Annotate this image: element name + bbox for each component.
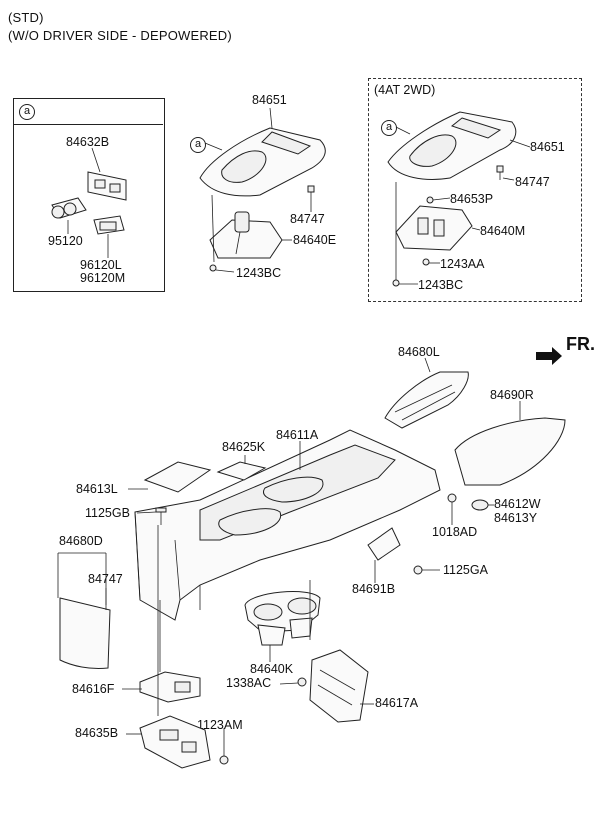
label-84747-std: 84747 [290,212,325,226]
console-bezel-awd-icon [387,111,517,180]
shift-indicator-icon [395,205,473,251]
bolt-1125GB-icon [155,507,167,525]
label-84653P: 84653P [450,192,494,206]
label-1125GB: 1125GB [85,506,130,520]
label-1018AD: 1018AD [432,525,478,539]
callout-a-awd-icon: a [381,120,397,136]
label-84617A: 84617A [375,696,419,710]
label-1243BC-awd: 1243BC [418,278,464,292]
switch-module-icon [93,215,125,235]
label-84747-awd: 84747 [515,175,550,189]
label-84651-std: 84651 [252,93,287,107]
label-84690R: 84690R [490,388,534,402]
label-84651-awd: 84651 [530,140,565,154]
switch-panel-icon [87,171,127,201]
screw-1123AM-icon [219,755,229,765]
label-1125GA: 1125GA [443,563,488,577]
label-84640M: 84640M [480,224,526,238]
console-bezel-std-icon [199,127,326,197]
cup-holder-icon [244,591,321,646]
label-84680D: 84680D [59,534,103,548]
bracket-84635B-icon [139,715,211,769]
label-1243AA: 1243AA [440,257,485,271]
console-mat-icon [143,461,212,493]
label-84611A: 84611A [276,428,319,442]
label-96120L: 96120L [80,258,122,272]
side-panel-left-icon [384,371,469,429]
label-84616F: 84616F [72,682,115,696]
shift-boot-icon [209,211,283,259]
outlet-icon [51,197,87,219]
side-panel-right-icon [454,417,566,486]
label-84640K: 84640K [250,662,294,676]
callout-a-icon: a [19,104,35,120]
label-84612W: 84612W [494,497,541,511]
front-arrow-icon [536,347,562,365]
callout-a-std-icon: a [190,137,206,153]
awd-variant-title: (4AT 2WD) [374,83,436,97]
ring-84612W-icon [471,499,489,511]
nut-1338AC-icon [297,677,307,687]
label-84640E: 84640E [293,233,337,247]
label-84691B: 84691B [352,582,396,596]
label-96120M: 96120M [80,271,126,285]
awd-variant-box [368,78,582,302]
bracket-84617A-icon [309,649,369,723]
clip-1018AD-icon [447,493,457,503]
screw-1125GA-icon [413,565,423,575]
label-1338AC: 1338AC [226,676,272,690]
inset-box-a [13,98,165,292]
floor-console-icon [134,429,441,621]
label-84625K: 84625K [222,440,266,454]
label-84613Y: 84613Y [494,511,538,525]
bracket-84691B-icon [367,527,401,561]
label-84632B: 84632B [66,135,110,149]
tray-insert-icon [216,461,267,481]
header-variant: (W/O DRIVER SIDE - DEPOWERED) [8,28,232,43]
label-84635B: 84635B [75,726,119,740]
rear-cover-icon [59,597,111,669]
label-95120: 95120 [48,234,83,248]
label-1123AM: 1123AM [197,718,243,732]
label-84747-main: 84747 [88,572,123,586]
front-direction-label: FR. [566,334,595,354]
header-std: (STD) [8,10,44,25]
label-84613L: 84613L [76,482,118,496]
label-1243BC-std: 1243BC [236,266,282,280]
label-84680L: 84680L [398,345,440,359]
bracket-84616F-icon [139,671,201,703]
inset-box-header [13,98,163,125]
